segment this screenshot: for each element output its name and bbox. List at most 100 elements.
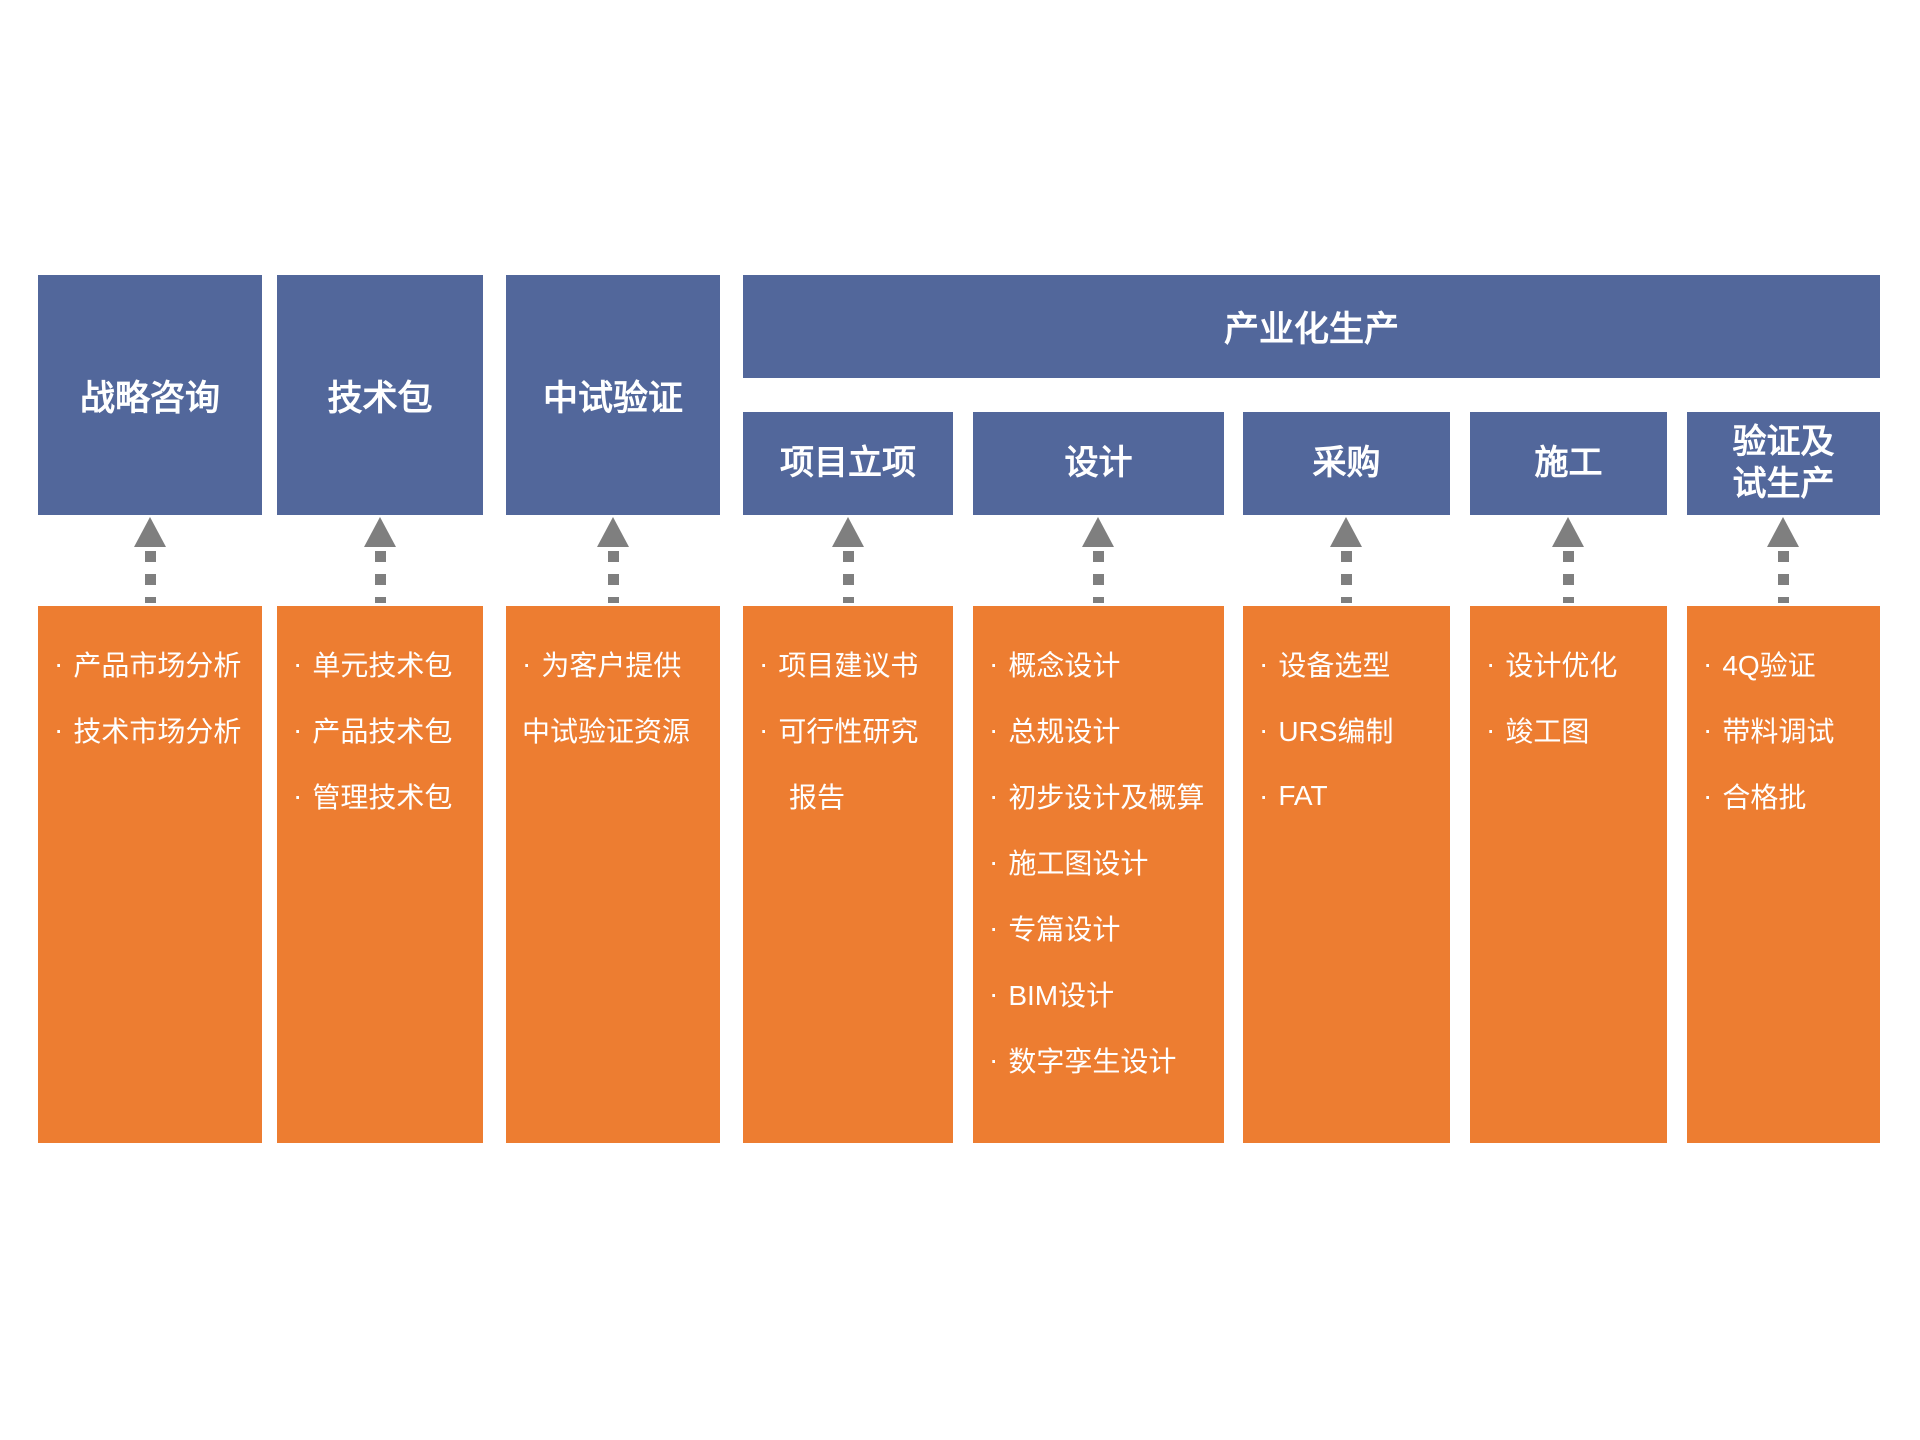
bullet-dot: · bbox=[1703, 714, 1713, 745]
list-item: · 总规设计 bbox=[989, 697, 1216, 763]
bullet-dot: · bbox=[989, 780, 999, 811]
bullet-dot: · bbox=[293, 714, 303, 745]
subheader-label: 采购 bbox=[1312, 443, 1381, 482]
up-arrow-icon bbox=[1552, 517, 1584, 603]
header-strategy-consulting: 战略咨询 bbox=[38, 275, 262, 515]
list-item-text: URS编制 bbox=[1278, 716, 1394, 747]
banner-label: 产业化生产 bbox=[1223, 310, 1399, 349]
arrow-dashed-tail bbox=[1562, 551, 1574, 603]
bullet-dot: · bbox=[1486, 648, 1496, 679]
list-item-text: 可行性研究 bbox=[778, 716, 919, 747]
header-label: 中试验证 bbox=[542, 378, 683, 418]
bullet-dot: · bbox=[1259, 648, 1269, 679]
list-item: · 设备选型 bbox=[1259, 631, 1442, 697]
arrow-head bbox=[1767, 517, 1799, 547]
arrow-dashed-tail bbox=[374, 551, 386, 603]
panel-technology-package: · 单元技术包 · 产品技术包 · 管理技术包 bbox=[277, 606, 483, 1143]
bullet-dot: · bbox=[293, 780, 303, 811]
list-item: · 管理技术包 bbox=[293, 763, 475, 829]
list-item: · 带料调试 bbox=[1703, 697, 1872, 763]
arrow-dashed-tail bbox=[144, 551, 156, 603]
arrow-head bbox=[1082, 517, 1114, 547]
list-item: · FAT bbox=[1259, 763, 1442, 829]
subheader-procurement: 采购 bbox=[1243, 412, 1450, 515]
subheader-label: 施工 bbox=[1534, 443, 1603, 482]
list-item-text: 数字孪生设计 bbox=[1008, 1046, 1177, 1077]
bullet-dot: · bbox=[759, 714, 769, 745]
list-item: · BIM设计 bbox=[989, 961, 1216, 1027]
subheader-verification-trial-production: 验证及 试生产 bbox=[1687, 412, 1880, 515]
list-item: · 合格批 bbox=[1703, 763, 1872, 829]
subheader-project-initiation: 项目立项 bbox=[743, 412, 953, 515]
bullet-dot: · bbox=[54, 714, 64, 745]
list-item-text: 产品技术包 bbox=[312, 716, 453, 747]
bullet-dot: · bbox=[989, 846, 999, 877]
list-item: · 专篇设计 bbox=[989, 895, 1216, 961]
bullet-dot: · bbox=[989, 714, 999, 745]
arrow-dashed-tail bbox=[607, 551, 619, 603]
arrow-head bbox=[832, 517, 864, 547]
bullet-dot: · bbox=[989, 978, 999, 1009]
bullet-dot: · bbox=[989, 648, 999, 679]
list-item: · 数字孪生设计 bbox=[989, 1027, 1216, 1093]
header-label: 战略咨询 bbox=[79, 378, 220, 418]
list-item-continuation: 报告 bbox=[759, 763, 945, 829]
list-item-text: 单元技术包 bbox=[312, 650, 453, 681]
bullet-dot: · bbox=[989, 1044, 999, 1075]
bullet-dot: · bbox=[759, 648, 769, 679]
list-item: · 初步设计及概算 bbox=[989, 763, 1216, 829]
panel-verification-trial-production: · 4Q验证 · 带料调试 · 合格批 bbox=[1687, 606, 1880, 1143]
list-item: · 设计优化 bbox=[1486, 631, 1659, 697]
bullet-dot: · bbox=[1259, 714, 1269, 745]
list-item: · 项目建议书 bbox=[759, 631, 945, 697]
list-item-text: 施工图设计 bbox=[1008, 848, 1149, 879]
bullet-dot: · bbox=[522, 648, 532, 679]
list-item-text: 设计优化 bbox=[1505, 650, 1618, 681]
arrow-head bbox=[1552, 517, 1584, 547]
list-item-text: 概念设计 bbox=[1008, 650, 1121, 681]
list-item-text: 合格批 bbox=[1722, 782, 1807, 813]
bullet-dot: · bbox=[1703, 648, 1713, 679]
panel-construction: · 设计优化 · 竣工图 bbox=[1470, 606, 1667, 1143]
bullet-dot: · bbox=[1486, 714, 1496, 745]
list-item: · 竣工图 bbox=[1486, 697, 1659, 763]
list-item: · 为客户提供 bbox=[522, 631, 712, 697]
list-item: · 概念设计 bbox=[989, 631, 1216, 697]
list-item: · URS编制 bbox=[1259, 697, 1442, 763]
list-item: · 产品技术包 bbox=[293, 697, 475, 763]
list-item-text: 竣工图 bbox=[1505, 716, 1590, 747]
list-item-text: FAT bbox=[1278, 780, 1328, 811]
panel-strategy-consulting: · 产品市场分析 · 技术市场分析 bbox=[38, 606, 262, 1143]
list-item-text: 4Q验证 bbox=[1722, 650, 1816, 681]
subheader-label: 项目立项 bbox=[780, 443, 916, 482]
subheader-label: 验证及 试生产 bbox=[1732, 423, 1835, 503]
up-arrow-icon bbox=[1767, 517, 1799, 603]
banner-industrial-production: 产业化生产 bbox=[743, 275, 1880, 378]
list-item-text: 专篇设计 bbox=[1008, 914, 1121, 945]
arrow-head bbox=[134, 517, 166, 547]
list-item-text: 初步设计及概算 bbox=[1008, 782, 1205, 813]
up-arrow-icon bbox=[1082, 517, 1114, 603]
up-arrow-icon bbox=[1330, 517, 1362, 603]
list-item: · 4Q验证 bbox=[1703, 631, 1872, 697]
list-item-text: 项目建议书 bbox=[778, 650, 919, 681]
bullet-dot: · bbox=[293, 648, 303, 679]
arrow-dashed-tail bbox=[1340, 551, 1352, 603]
list-item-text: 管理技术包 bbox=[312, 782, 453, 813]
arrow-head bbox=[1330, 517, 1362, 547]
list-item-text: 设备选型 bbox=[1278, 650, 1391, 681]
arrow-dashed-tail bbox=[842, 551, 854, 603]
list-item: · 施工图设计 bbox=[989, 829, 1216, 895]
up-arrow-icon bbox=[832, 517, 864, 603]
header-pilot-verification: 中试验证 bbox=[506, 275, 720, 515]
arrow-head bbox=[597, 517, 629, 547]
bullet-dot: · bbox=[1703, 780, 1713, 811]
bullet-dot: · bbox=[989, 912, 999, 943]
up-arrow-icon bbox=[364, 517, 396, 603]
list-item-text: 技术市场分析 bbox=[73, 716, 242, 747]
list-item-text: 中试验证资源 bbox=[522, 716, 691, 747]
panel-project-initiation: · 项目建议书 · 可行性研究 报告 bbox=[743, 606, 953, 1143]
list-item: · 可行性研究 bbox=[759, 697, 945, 763]
list-item-continuation: 中试验证资源 bbox=[522, 697, 712, 763]
